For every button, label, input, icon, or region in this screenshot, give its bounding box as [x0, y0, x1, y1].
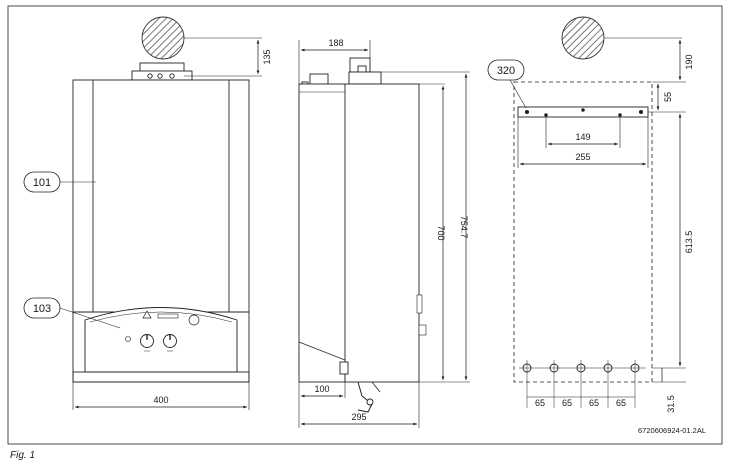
dim-side-height-casing: 700	[436, 225, 446, 240]
callout-320-box	[487, 59, 525, 81]
drawing-code: 6720606924-01.2AL	[638, 426, 706, 435]
wall-pipe-front	[141, 16, 185, 60]
template-view	[513, 16, 686, 408]
dim-template-rail-offset: 55	[663, 92, 673, 102]
dim-pipe-pitch-1: 65	[535, 398, 545, 408]
dim-template-rail-width: 255	[575, 152, 590, 162]
side-view	[298, 40, 470, 428]
callout-103: 103	[33, 303, 51, 315]
dim-pipe-pitch-2: 65	[562, 398, 572, 408]
dim-pipe-pitch-4: 65	[616, 398, 626, 408]
control-panel	[84, 307, 238, 373]
drawing-border	[7, 5, 723, 445]
dim-side-depth-bottom: 295	[351, 412, 366, 422]
dim-side-depth-top: 188	[328, 38, 343, 48]
dim-front-top-clearance: 135	[262, 49, 272, 64]
dim-side-height-total: 754.7	[459, 216, 469, 239]
dim-template-hole-spacing: 149	[575, 132, 590, 142]
dim-template-rail-to-pipes: 613.5	[684, 231, 694, 254]
wall-pipe-template	[561, 16, 605, 60]
callout-320: 320	[497, 65, 515, 77]
callout-101: 101	[33, 177, 51, 189]
front-view	[72, 16, 262, 410]
dim-pipe-pitch-3: 65	[589, 398, 599, 408]
dim-template-pipe-offset: 31.5	[666, 395, 676, 413]
boiler-casing-side	[298, 83, 420, 383]
mounting-template-outline	[513, 81, 653, 383]
dim-side-bottom-offset: 100	[314, 384, 329, 394]
dim-front-width: 400	[153, 395, 168, 405]
figure-caption: Fig. 1	[10, 450, 35, 461]
dim-template-top-clearance: 190	[684, 54, 694, 69]
